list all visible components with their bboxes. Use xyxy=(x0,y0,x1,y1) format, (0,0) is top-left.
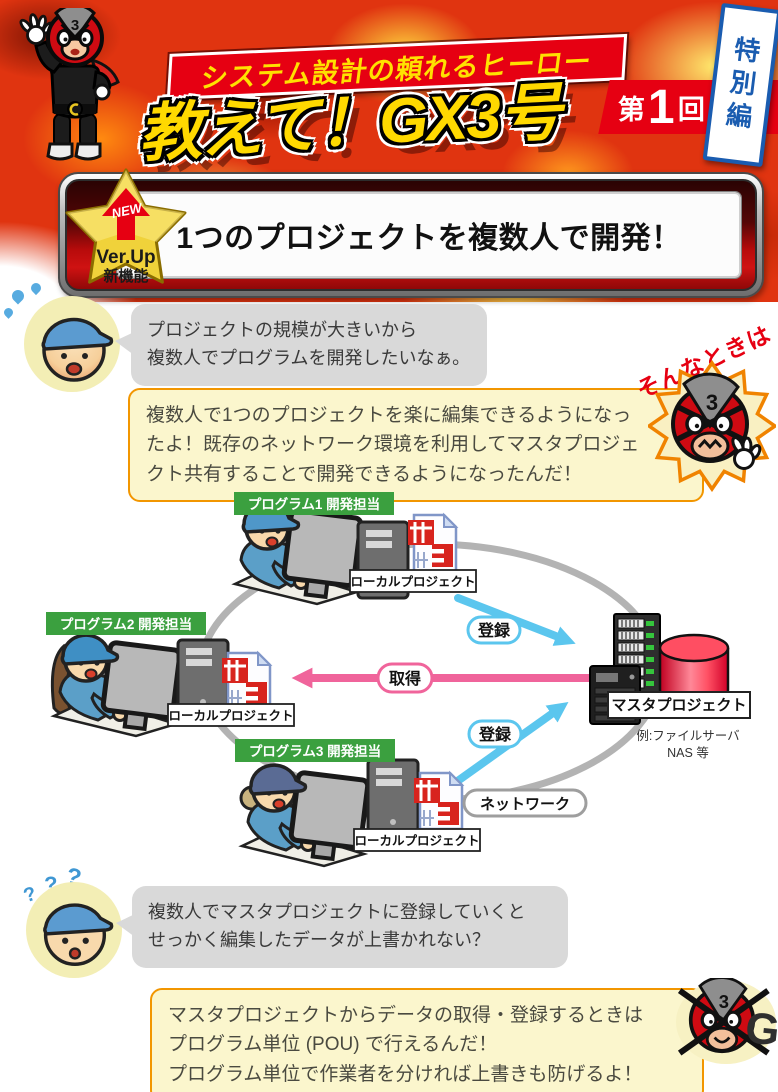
badge-new: NEW xyxy=(110,200,144,221)
question2-line1: 複数人でマスタプロジェクトに登録していくと xyxy=(148,902,526,922)
badge-feature: 新機能 xyxy=(103,267,148,285)
collaboration-diagram: ローカルプロジェクト プログラム1 開発担当 ローカルプロジェクト プログラム2… xyxy=(46,492,751,880)
flame-header: 3 システム設計の頼れるヒーロー 教えて！GX3号 第 1 回 特別編 xyxy=(0,0,778,302)
hero-face-icon: 3 G xyxy=(676,978,778,1064)
developer3-group: ローカルプロジェクト プログラム3 開発担当 xyxy=(235,739,481,866)
new-arrow-icon xyxy=(102,188,150,240)
role-label-program1: プログラム1 開発担当 xyxy=(248,496,380,512)
pc-tower-icon xyxy=(366,758,420,838)
gx3-project-file-icon xyxy=(406,513,458,573)
special-edition-banner: 特別編 xyxy=(702,2,778,168)
local-project-label: ローカルプロジェクト xyxy=(350,574,475,589)
svg-text:登録: 登録 xyxy=(478,725,512,744)
episode-number: 1 xyxy=(648,80,675,134)
new-feature-star-badge: NEW Ver.Up 新機能 xyxy=(65,168,187,285)
hero-number: 3 xyxy=(706,390,718,415)
master-project-label: マスタプロジェクト xyxy=(611,697,746,714)
hero-g-letter: G xyxy=(743,1003,778,1055)
hero-mascot-icon: 3 xyxy=(19,8,120,161)
answer1-line1: 複数人で1つのプロジェクトを楽に編集できるようになっ xyxy=(146,405,632,426)
answer2-line2: プログラム単位 (POU) で行えるんだ！ xyxy=(168,1034,498,1056)
answer2-bubble: マスタプロジェクトからデータの取得・登録するときは プログラム単位 (POU) … xyxy=(150,988,725,1092)
svg-text:ネットワーク: ネットワーク xyxy=(480,796,570,813)
answer2-line1: マスタプロジェクトからデータの取得・登録するときは xyxy=(168,1005,644,1026)
svg-text:取得: 取得 xyxy=(389,669,421,688)
waving-glove-icon xyxy=(19,13,54,45)
register-pill-top: 登録 xyxy=(466,615,522,645)
answer1-line2: たよ！既存のネットワーク環境を利用してマスタプロジェ xyxy=(146,434,640,456)
feature-banner-frame: 1つのプロジェクトを複数人で開発！ xyxy=(58,172,764,298)
bubble-tail xyxy=(115,332,134,355)
worker-avatar-worried xyxy=(24,296,120,392)
local-project-label: ローカルプロジェクト xyxy=(354,833,479,848)
hero-face-starburst-icon: 3 xyxy=(648,360,776,492)
question1-bubble: プロジェクトの規模が大きいから 複数人でプログラムを開発したいなぁ。 xyxy=(115,304,487,386)
feature-banner: 1つのプロジェクトを複数人で開発！ xyxy=(58,172,764,298)
local-project-label: ローカルプロジェクト xyxy=(168,708,293,723)
master-server-group: マスタプロジェクト 例:ファイルサーバ NAS 等 xyxy=(589,613,751,760)
developer1-group: ローカルプロジェクト プログラム1 開発担当 xyxy=(234,492,477,604)
feature-banner-red-panel: 1つのプロジェクトを複数人で開発！ xyxy=(65,179,757,291)
badge-verup: Ver.Up xyxy=(96,247,155,268)
role-label-program3: プログラム3 開発担当 xyxy=(249,743,381,759)
question1-line2: 複数人でプログラムを開発したいなぁ。 xyxy=(147,347,471,368)
answer1-bubble: 複数人で1つのプロジェクトを楽に編集できるようになっ たよ！既存のネットワーク環… xyxy=(128,388,725,503)
bubble-tail xyxy=(116,914,135,937)
network-pill: ネットワーク xyxy=(462,788,588,818)
question1-line1: プロジェクトの規模が大きいから xyxy=(147,320,417,340)
question2-line2: せっかく編集したデータが上書かれない？ xyxy=(148,929,490,950)
master-example-line2: NAS 等 xyxy=(667,745,709,760)
gx3-project-file-icon xyxy=(220,651,272,711)
episode-suffix: 回 xyxy=(677,94,705,125)
developer2-group: ローカルプロジェクト プログラム2 開発担当 xyxy=(46,612,295,736)
feature-title: 1つのプロジェクトを複数人で開発！ xyxy=(176,222,682,255)
acquire-pill: 取得 xyxy=(376,662,434,694)
register-arrow-bottom xyxy=(441,701,569,794)
gx3-project-file-icon xyxy=(412,771,464,831)
worker-avatar-surprised xyxy=(26,882,122,978)
answer2-line3: プログラム単位で作業者を分ければ上書きも防げるよ！ xyxy=(168,1063,643,1085)
mascot-number: 3 xyxy=(71,17,79,34)
question2-bubble: 複数人でマスタプロジェクトに登録していくと せっかく編集したデータが上書かれない… xyxy=(116,886,568,968)
feature-banner-title-box: 1つのプロジェクトを複数人で開発！ xyxy=(116,191,742,279)
hero-number: 3 xyxy=(719,991,729,1012)
svg-text:登録: 登録 xyxy=(477,621,511,640)
sweat-drop-icon xyxy=(2,306,15,319)
role-label-program2: プログラム2 開発担当 xyxy=(60,616,192,632)
episode-prefix: 第 xyxy=(618,94,645,125)
register-pill-bottom: 登録 xyxy=(467,719,523,749)
answer1-line3: クト共有することで開発できるようになったんだ！ xyxy=(146,463,583,485)
glove-icon xyxy=(731,436,762,470)
master-example-line1: 例:ファイルサーバ xyxy=(636,729,739,743)
